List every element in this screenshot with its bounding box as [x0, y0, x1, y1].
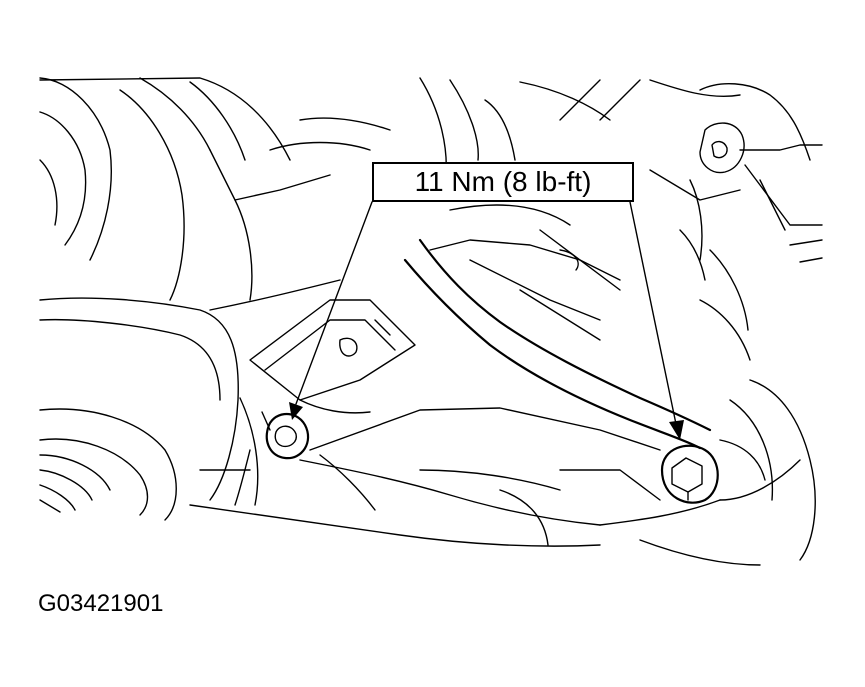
right-bolt: [660, 444, 719, 504]
left-housing-lines: [39, 77, 341, 501]
leader-arrowhead-left: [289, 402, 303, 420]
top-middle-lines: [269, 77, 741, 186]
left-bolt: [261, 411, 310, 460]
left-mid-bracket: [249, 299, 416, 414]
leader-arrowhead-right: [669, 420, 684, 440]
center-bracket-rail: [403, 204, 712, 450]
torque-callout-label: 11 Nm (8 lb-ft): [414, 166, 592, 197]
left-lower-pulley: [39, 397, 259, 521]
callout-leaders: [289, 201, 684, 440]
torque-callout: 11 Nm (8 lb-ft): [372, 162, 634, 202]
figure-id-label: G03421901: [38, 590, 164, 617]
right-upper-bracket: [649, 82, 823, 281]
lower-assembly-lines: [189, 249, 816, 566]
